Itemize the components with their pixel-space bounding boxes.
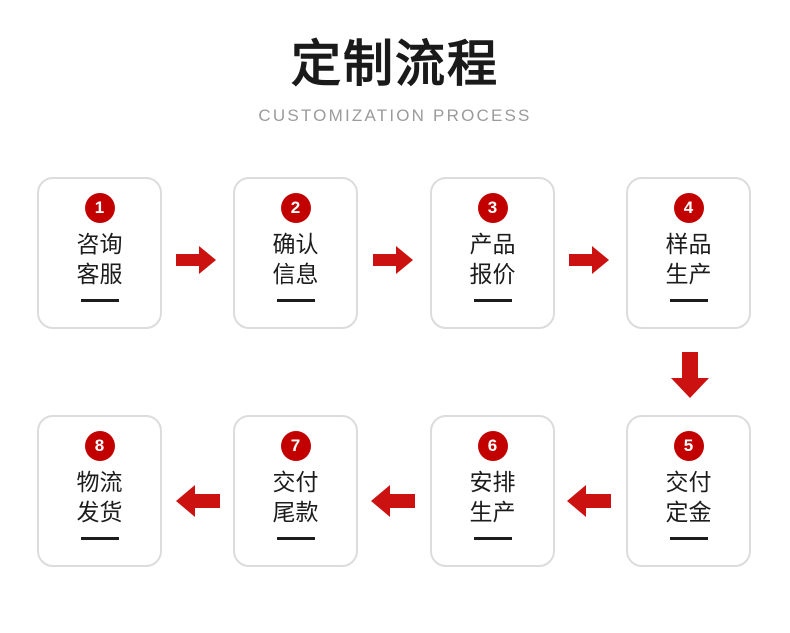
step-divider [276, 537, 315, 540]
step-divider [80, 299, 119, 302]
step-label-line1: 确认 [272, 231, 319, 257]
step-label-line1: 安排 [469, 469, 516, 495]
step-box-4[interactable]: 4 样品 生产 [626, 177, 751, 329]
process-row-bottom: 8 物流 发货 7 交付 尾款 6 安排 生产 [0, 415, 790, 569]
step-box-3[interactable]: 3 产品 报价 [430, 177, 555, 329]
arrow-left-icon [567, 485, 611, 517]
step-label-line1: 物流 [76, 469, 123, 495]
step-label-line1: 交付 [665, 469, 712, 495]
process-row-top: 1 咨询 客服 2 确认 信息 3 产品 报价 [0, 177, 790, 331]
step-label-line2: 生产 [665, 261, 712, 287]
process-flow: 1 咨询 客服 2 确认 信息 3 产品 报价 [0, 177, 790, 569]
step-label: 交付 定金 [666, 467, 712, 527]
arrow-down-icon [671, 352, 709, 398]
step-box-7[interactable]: 7 交付 尾款 [233, 415, 358, 567]
step-divider [276, 299, 315, 302]
step-label-line2: 信息 [272, 261, 319, 287]
step-label-line2: 生产 [469, 499, 516, 525]
step-number-badge: 4 [673, 193, 704, 223]
step-divider [473, 299, 512, 302]
step-number-badge: 2 [280, 193, 311, 223]
step-label: 样品 生产 [666, 229, 712, 289]
step-box-5[interactable]: 5 交付 定金 [626, 415, 751, 567]
step-number-badge: 5 [673, 431, 704, 461]
step-number-badge: 1 [84, 193, 115, 223]
arrow-right-icon [176, 246, 216, 274]
step-label-line2: 客服 [76, 261, 123, 287]
step-label: 安排 生产 [470, 467, 516, 527]
step-box-2[interactable]: 2 确认 信息 [233, 177, 358, 329]
step-label-line1: 产品 [469, 231, 516, 257]
step-number-badge: 6 [477, 431, 508, 461]
step-label-line1: 咨询 [76, 231, 123, 257]
step-label-line2: 尾款 [272, 499, 319, 525]
step-number-badge: 3 [477, 193, 508, 223]
step-divider [669, 537, 708, 540]
step-divider [669, 299, 708, 302]
step-box-1[interactable]: 1 咨询 客服 [37, 177, 162, 329]
step-label: 咨询 客服 [77, 229, 123, 289]
step-number-badge: 7 [280, 431, 311, 461]
step-divider [473, 537, 512, 540]
step-label: 物流 发货 [77, 467, 123, 527]
page-header: 定制流程 CUSTOMIZATION PROCESS [0, 34, 790, 126]
arrow-left-icon [176, 485, 220, 517]
step-label: 交付 尾款 [273, 467, 319, 527]
arrow-left-icon [371, 485, 415, 517]
step-divider [80, 537, 119, 540]
step-box-8[interactable]: 8 物流 发货 [37, 415, 162, 567]
arrow-right-icon [373, 246, 413, 274]
arrow-right-icon [569, 246, 609, 274]
step-label-line2: 报价 [469, 261, 516, 287]
step-label: 产品 报价 [470, 229, 516, 289]
step-label-line1: 交付 [272, 469, 319, 495]
page-subtitle: CUSTOMIZATION PROCESS [258, 106, 532, 125]
step-label-line1: 样品 [665, 231, 712, 257]
step-label-line2: 发货 [76, 499, 123, 525]
step-label-line2: 定金 [665, 499, 712, 525]
step-label: 确认 信息 [273, 229, 319, 289]
step-box-6[interactable]: 6 安排 生产 [430, 415, 555, 567]
page-title: 定制流程 [291, 36, 499, 92]
step-number-badge: 8 [84, 431, 115, 461]
